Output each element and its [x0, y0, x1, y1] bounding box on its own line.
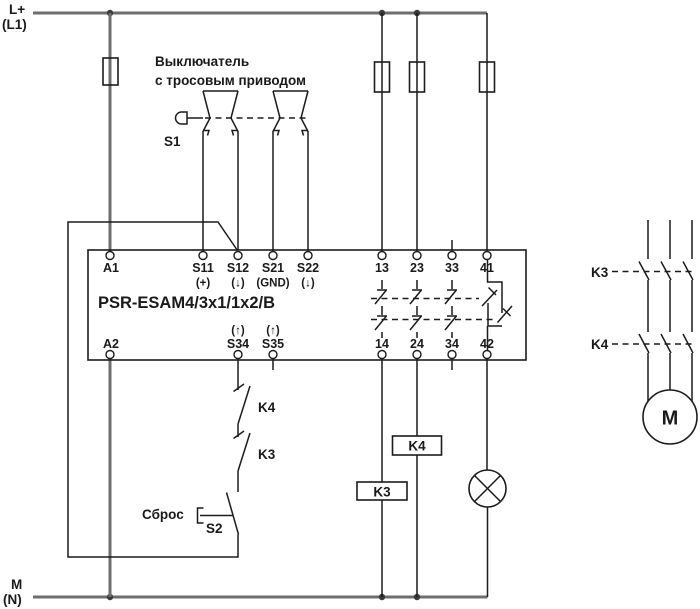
terminal-label: S11	[192, 261, 214, 275]
terminal-s34	[233, 349, 243, 360]
supply-m-label: M	[11, 577, 22, 592]
s1-caption-line2: с тросовым приводом	[155, 73, 306, 88]
terminal-a1	[105, 250, 115, 261]
feedback-loop-wire	[67, 221, 239, 558]
fuse-f1-symbol	[102, 57, 119, 86]
terminal-label: A2	[103, 337, 119, 351]
safety-relay-block: PSR-ESAM4/3x1/1x2/B A1 S11 S12 S21 S22 1…	[87, 240, 527, 370]
fuse-f3-symbol	[408, 61, 426, 93]
terminal-sublabel: (↑)	[231, 325, 245, 337]
supply-plus-label: L+	[9, 2, 25, 17]
terminal-41	[482, 250, 492, 261]
terminal-a2	[105, 349, 115, 360]
terminal-label: S22	[297, 261, 319, 275]
terminal-23	[412, 250, 422, 261]
terminal-label: 33	[445, 261, 459, 275]
k4-coil-symbol	[391, 435, 443, 456]
terminal-label: S35	[262, 337, 284, 351]
k3-power-label: K3	[591, 265, 609, 280]
terminal-label: 23	[410, 261, 424, 275]
cable-pull-actuator-icon	[174, 111, 188, 125]
k3-nc-contact: K3	[233, 430, 276, 472]
fuse-column-13	[373, 13, 391, 251]
terminal-33	[447, 250, 457, 261]
k4-coil-label: K4	[408, 439, 426, 454]
terminal-s22	[303, 250, 313, 261]
a1-supply-column	[102, 13, 119, 251]
reset-button-s2: Сброс S2	[142, 492, 240, 536]
terminal-s11	[198, 250, 208, 261]
terminal-label: A1	[103, 261, 119, 275]
terminal-sublabel: (↓)	[231, 278, 245, 290]
terminal-label: 14	[375, 337, 389, 351]
pull-cord-switch-s1: Выключатель с тросовым приводом S1	[155, 54, 310, 251]
terminal-14	[377, 349, 387, 360]
s1-caption-line1: Выключатель	[155, 54, 249, 69]
reset-chain: K4 K3 Сброс S2	[67, 221, 276, 558]
nc-contact-41-42	[481, 259, 513, 351]
terminal-24	[412, 349, 422, 360]
terminal-label: 24	[410, 337, 424, 351]
k4-contact-label: K4	[258, 400, 276, 415]
motor-icon	[642, 389, 698, 445]
terminal-42	[482, 349, 492, 360]
terminal-label: S34	[227, 337, 249, 351]
k4-power-label: K4	[591, 337, 609, 352]
terminal-sublabel: (GND)	[256, 278, 289, 290]
motor: M	[642, 389, 698, 445]
top-power-bus: L+ (L1)	[2, 2, 487, 32]
terminal-s35	[268, 349, 278, 360]
k3-coil-label: K3	[373, 485, 391, 500]
bottom-power-bus: M (N)	[3, 577, 488, 607]
terminal-sublabel: (+)	[196, 278, 211, 290]
terminal-label: 13	[375, 261, 389, 275]
supply-l1-label: (L1)	[2, 17, 27, 32]
fuse-f2-symbol	[373, 61, 391, 93]
k4-power-contacts: K4	[591, 333, 694, 354]
manual-actuator-icon	[196, 507, 204, 524]
supply-n-label: (N)	[3, 592, 22, 607]
fuse-f4-symbol	[478, 61, 496, 93]
terminal-label: 34	[445, 337, 459, 351]
terminal-label: S12	[227, 261, 249, 275]
fuse-column-41	[478, 13, 496, 251]
k3-power-contacts: K3	[591, 220, 694, 281]
terminal-s21	[268, 250, 278, 261]
relay-title: PSR-ESAM4/3x1/1x2/B	[98, 294, 275, 312]
k4-coil-branch: K4	[391, 358, 443, 597]
k3-contact-label: K3	[258, 447, 276, 462]
s2-label: S2	[206, 521, 223, 536]
reset-caption: Сброс	[142, 507, 184, 522]
indicator-lamp-branch	[468, 358, 507, 597]
relay-outline	[87, 249, 527, 361]
motor-label: M	[662, 408, 679, 430]
terminal-sublabel: (↑)	[266, 325, 280, 337]
terminal-34	[447, 349, 457, 360]
fuse-column-23	[408, 13, 426, 251]
s2-contact-blade	[225, 492, 240, 535]
relay-bottom-terminals: A2 S34 S35 14 24 34 42 (↑) (↑)	[103, 325, 494, 360]
relay-top-terminals: A1 S11 S12 S21 S22 13 23 33 41 (+) (↓) (…	[103, 250, 494, 290]
lamp-icon	[468, 469, 507, 508]
terminal-sublabel: (↓)	[301, 278, 315, 290]
relay-internal-contacts	[371, 259, 513, 351]
k3-coil-branch: K3	[356, 358, 408, 597]
k3-coil-symbol	[356, 481, 408, 501]
terminal-label: S21	[262, 261, 284, 275]
s1-label: S1	[164, 134, 181, 149]
motor-power-branch: K3 K4 M	[591, 220, 698, 445]
terminal-s12	[233, 250, 243, 261]
k4-nc-contact: K4	[233, 383, 276, 425]
terminal-13	[377, 250, 387, 261]
